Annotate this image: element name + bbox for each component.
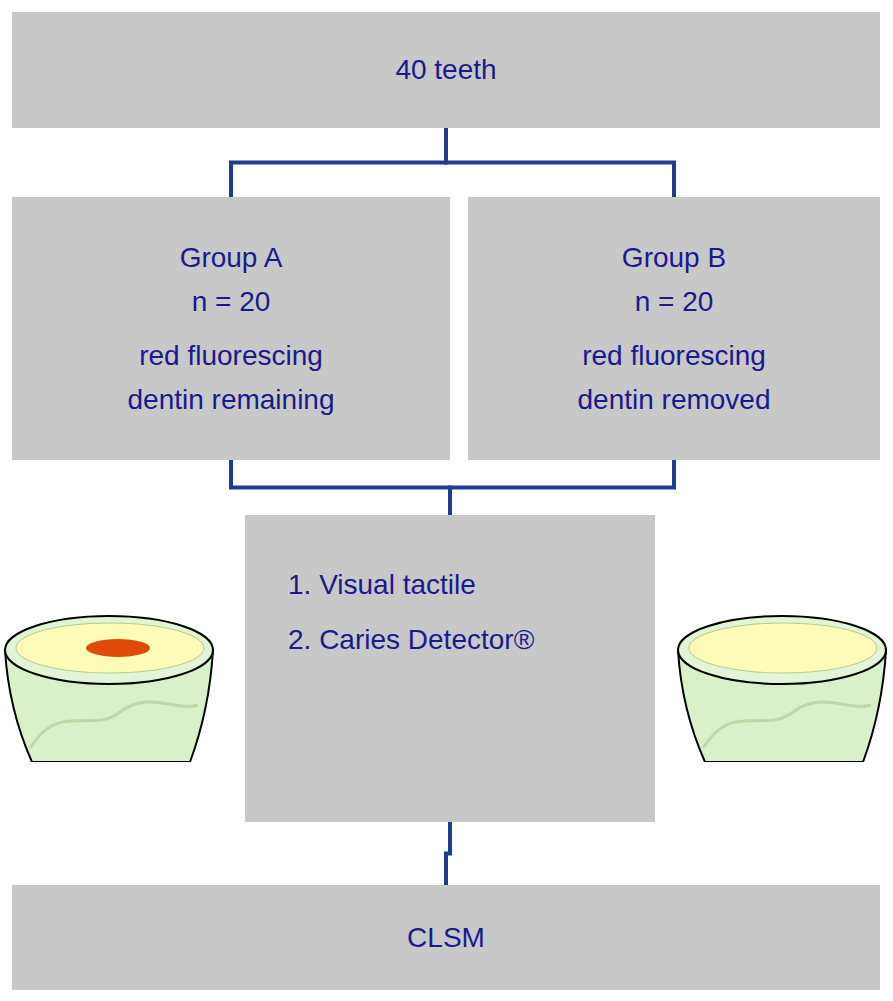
box-text: n = 20 (635, 280, 714, 324)
connector (446, 822, 450, 885)
tooth-with-lesion (0, 616, 220, 768)
process-box: Group An = 20 red fluorescing dentin rema… (12, 197, 450, 460)
box-heading: 40 teeth (395, 48, 496, 92)
step-label: 1. Visual tactile (288, 563, 476, 607)
connector (446, 128, 674, 197)
process-box: Group Bn = 20 red fluorescing dentin remo… (468, 197, 880, 460)
connector (231, 460, 450, 515)
box-heading: Group A (180, 236, 283, 280)
tooth-without-lesion (673, 616, 893, 768)
box-text: n = 20 (192, 280, 271, 324)
process-box: 1. Visual tactile 2. Caries Detector® (245, 515, 655, 822)
step-label: 2. Caries Detector® (288, 618, 534, 662)
process-box: CLSM (12, 885, 880, 990)
box-heading: Group B (622, 236, 726, 280)
box-heading: CLSM (407, 916, 485, 960)
process-box: 40 teeth (12, 12, 880, 128)
connector (450, 460, 674, 515)
connector (231, 128, 446, 197)
box-text: red fluorescing dentin removed (544, 334, 804, 422)
box-text: red fluorescing dentin remaining (101, 334, 361, 422)
